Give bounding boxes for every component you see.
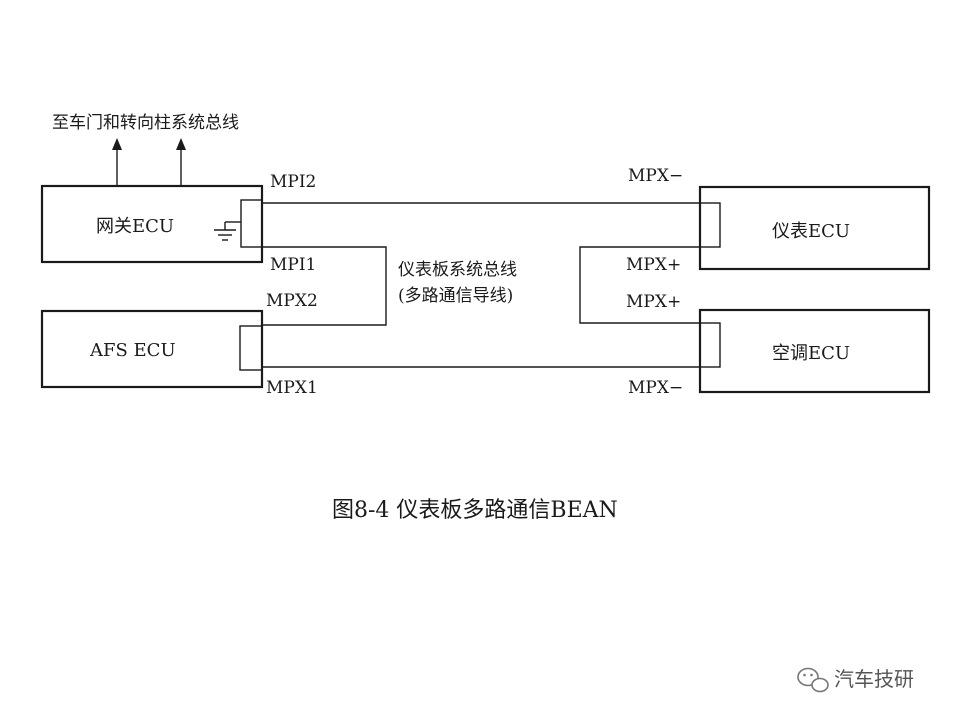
bus-name-line2: (多路通信导线) <box>398 286 513 306</box>
arrow-up-icon <box>176 138 186 186</box>
arrow-up-icon <box>112 138 122 186</box>
bus-note: 至车门和转向柱系统总线 <box>52 113 239 133</box>
bus-wire-right-link <box>579 246 700 324</box>
pin-meter-plus: MPX+ <box>626 255 681 275</box>
afs-ecu-label: AFS ECU <box>89 340 176 361</box>
bus-wire-left-link <box>262 246 387 326</box>
pin-mpi2: MPI2 <box>270 172 316 192</box>
pin-ac-minus: MPX− <box>628 378 683 398</box>
bus-name-line1: 仪表板系统总线 <box>398 260 517 280</box>
pin-mpx2: MPX2 <box>266 291 318 311</box>
ac-ecu-label: 空调ECU <box>772 343 850 364</box>
gateway-ecu-label: 网关ECU <box>96 216 174 237</box>
wechat-icon <box>797 667 829 693</box>
ground-icon <box>214 221 241 241</box>
meter-ecu-label: 仪表ECU <box>772 221 850 242</box>
pin-ac-plus: MPX+ <box>626 292 681 312</box>
gateway-connector <box>240 199 263 248</box>
pin-meter-minus: MPX− <box>628 166 683 186</box>
figure-caption: 图8-4 仪表板多路通信BEAN <box>332 498 618 523</box>
pin-mpi1: MPI1 <box>270 255 316 275</box>
pin-mpx1: MPX1 <box>266 378 318 398</box>
afs-connector <box>239 325 263 371</box>
meter-connector <box>699 202 721 248</box>
ac-connector <box>699 322 721 368</box>
watermark-text: 汽车技研 <box>834 667 914 691</box>
